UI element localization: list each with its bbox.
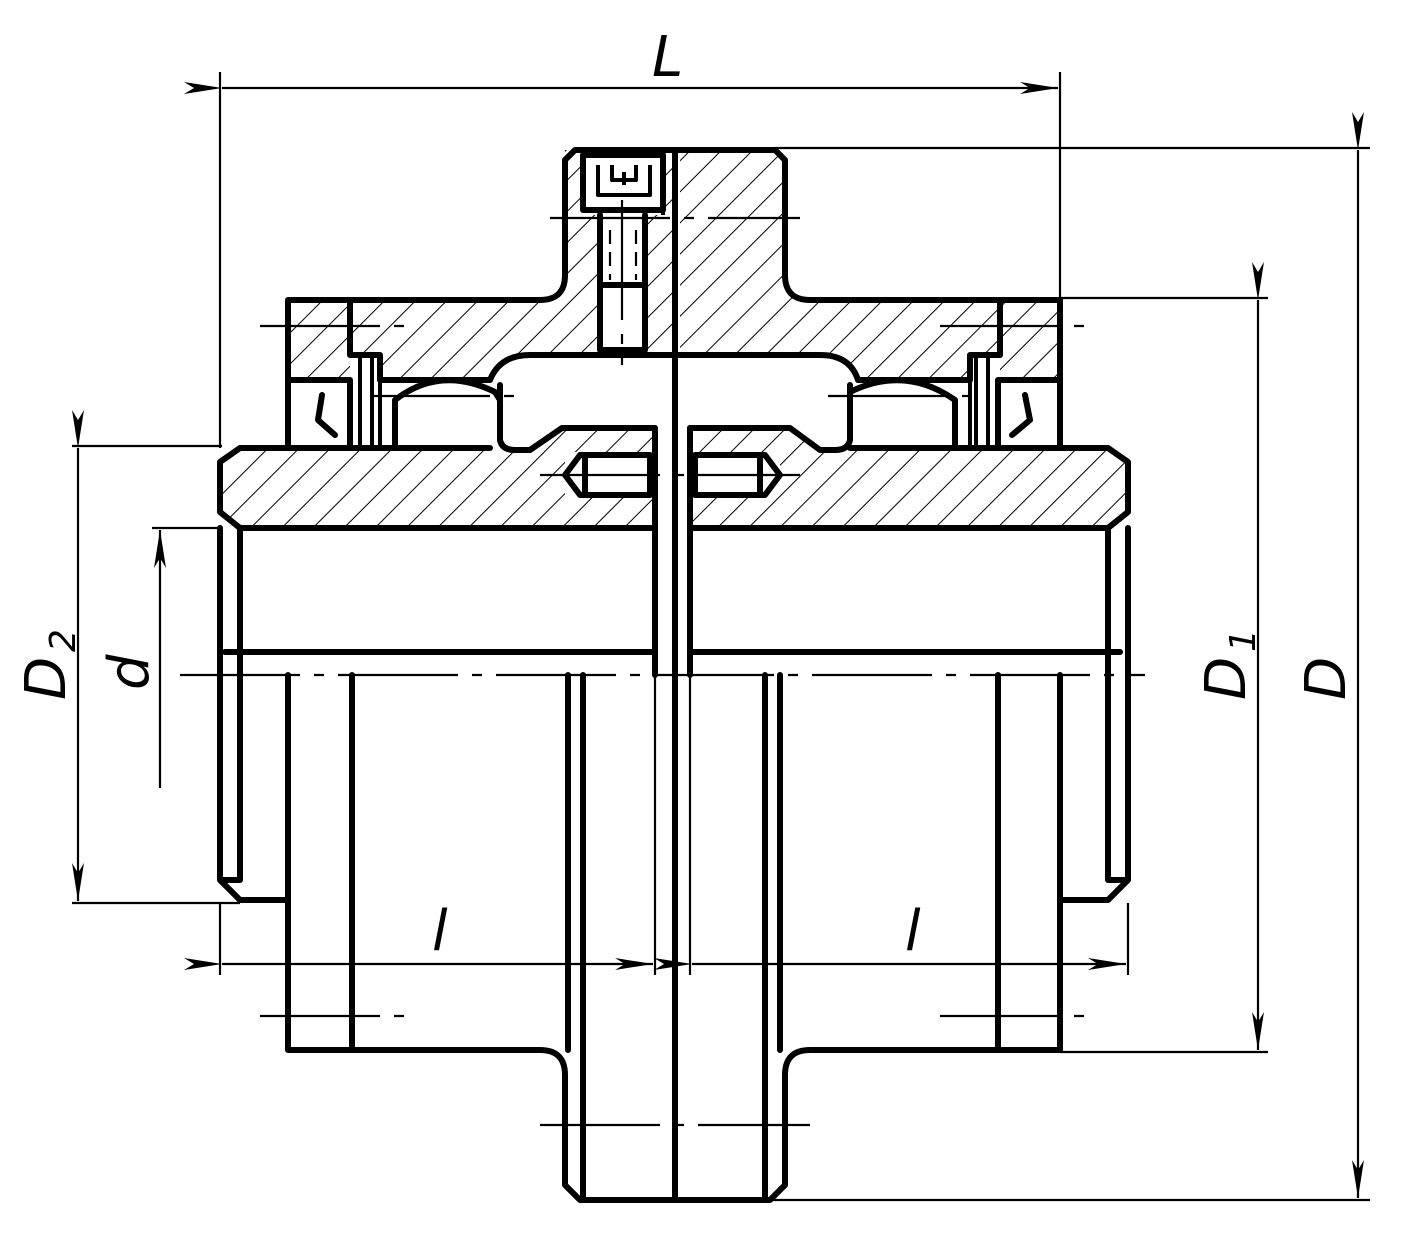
label-D2-sub: 2 (43, 629, 84, 652)
label-D2: D (14, 657, 79, 700)
left-hub-lower (217, 525, 291, 903)
outlines (217, 147, 1131, 1203)
label-d: d (97, 654, 162, 690)
right-hub-lower (1057, 525, 1131, 903)
label-D1-sub: 1 (1223, 629, 1264, 652)
right-sleeve-section (680, 150, 1060, 380)
left-bore (222, 525, 658, 678)
label-l-left: l (432, 899, 448, 964)
label-l-right: l (905, 899, 921, 964)
label-L: L (652, 25, 683, 90)
right-hub-section (690, 430, 1128, 528)
right-end-cover (995, 377, 1063, 451)
left-end-cover (285, 377, 353, 451)
label-D: D (1294, 657, 1359, 700)
label-D1: D (1194, 657, 1259, 700)
labels: L D D 1 D 2 d l l (14, 25, 1359, 964)
left-hub-section (220, 430, 655, 528)
right-bore (687, 525, 1123, 678)
left-sleeve-section (288, 150, 675, 380)
right-seal-ring (847, 377, 958, 451)
dimensions (72, 72, 1370, 1202)
hatched-sections (220, 150, 1128, 528)
center-lines (180, 200, 1145, 1127)
